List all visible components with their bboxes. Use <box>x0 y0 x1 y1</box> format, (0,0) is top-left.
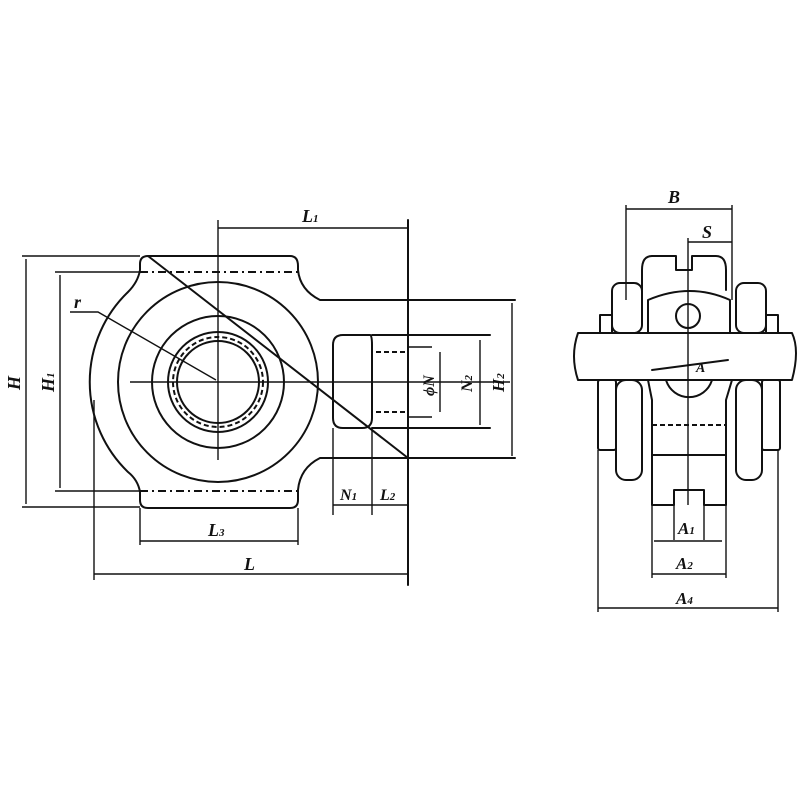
label-A2: A2 <box>675 554 693 573</box>
section-line <box>651 359 729 371</box>
label-A1: A1 <box>677 519 695 538</box>
label-phiN: ϕN <box>421 374 438 396</box>
collar-right <box>735 282 767 334</box>
housing-top-left <box>641 255 653 291</box>
collar-lower-left <box>615 379 643 481</box>
label-L: L <box>243 554 255 574</box>
bore-arc <box>665 379 713 399</box>
label-A4: A4 <box>675 589 693 608</box>
label-N1: N1 <box>339 487 357 504</box>
setscrew-right <box>765 314 779 334</box>
r-leader <box>70 311 217 381</box>
collar-lower-right <box>735 379 763 481</box>
lower-flange-right <box>761 379 781 451</box>
housing-outline <box>88 255 409 509</box>
label-B: B <box>667 187 680 207</box>
label-r: r <box>74 292 82 312</box>
housing-top <box>651 255 727 291</box>
collar-left <box>611 282 643 334</box>
label-L1: L1 <box>301 206 319 226</box>
slide-boss <box>332 334 373 429</box>
label-S: S <box>702 222 712 242</box>
side-view: B S A A1 A2 A4 <box>573 187 797 612</box>
label-H2: H2 <box>489 373 508 393</box>
label-A: A <box>695 361 705 376</box>
label-H: H <box>4 375 24 391</box>
bearing-insert <box>647 290 731 334</box>
shaft <box>573 332 797 381</box>
label-L3: L3 <box>207 520 225 540</box>
lower-flange-left <box>597 379 617 451</box>
front-view: L1 L L3 N1 L2 r H H1 ϕN N2 H2 <box>4 206 516 586</box>
label-L2: L2 <box>379 487 396 504</box>
label-N2: N2 <box>459 374 476 393</box>
housing-body <box>647 379 733 506</box>
setscrew-left <box>599 314 613 334</box>
label-H1: H1 <box>38 372 58 393</box>
